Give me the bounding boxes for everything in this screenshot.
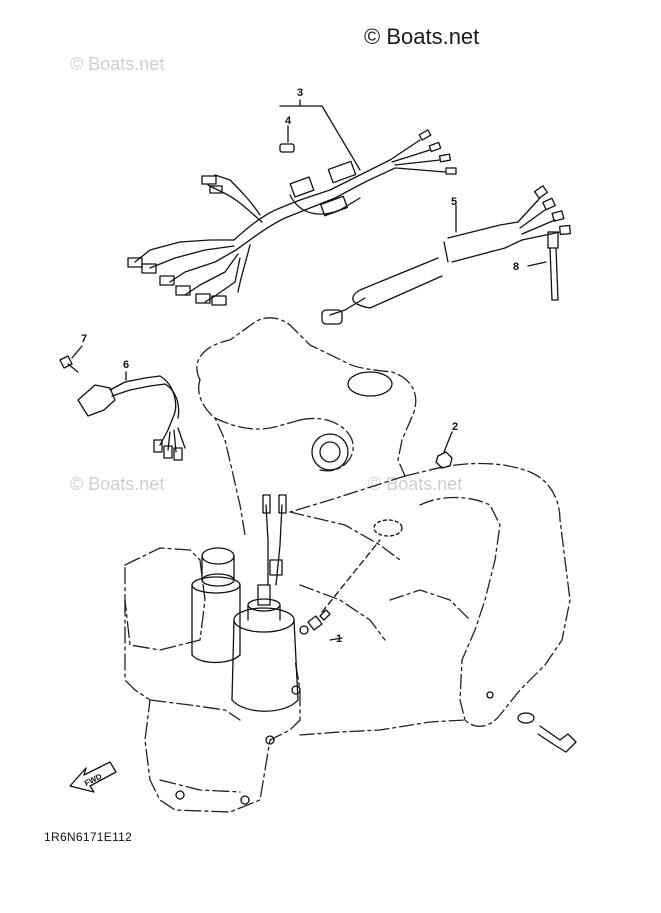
bracket-hole bbox=[347, 371, 393, 397]
callout-2: 2 bbox=[452, 421, 458, 433]
watermark: © Boats.net bbox=[368, 474, 463, 494]
part-6-trim-sensor bbox=[77, 371, 186, 461]
part-5-sub-harness bbox=[321, 185, 571, 325]
part-3-harness bbox=[127, 129, 457, 306]
watermark: © Boats.net bbox=[70, 54, 165, 74]
callout-8: 8 bbox=[513, 261, 519, 273]
callout-7: 7 bbox=[81, 333, 87, 345]
clamp-bracket bbox=[196, 317, 571, 736]
part-1-bolt bbox=[307, 539, 381, 641]
callout-4: 4 bbox=[285, 115, 292, 127]
callout-leader-3 bbox=[299, 99, 361, 171]
callout-3: 3 bbox=[297, 87, 303, 99]
part-4-connector bbox=[279, 125, 295, 153]
callout-6: 6 bbox=[123, 359, 129, 371]
part-2-nut bbox=[435, 431, 453, 469]
copyright-notice: © Boats.net bbox=[364, 24, 480, 49]
trim-cylinder bbox=[191, 547, 241, 664]
callout-1: 1 bbox=[336, 633, 342, 645]
trim-motor bbox=[175, 584, 309, 805]
part-8-cable-tie bbox=[527, 231, 559, 301]
watermark: © Boats.net bbox=[70, 474, 165, 494]
bolt-hole bbox=[373, 519, 403, 537]
callout-5: 5 bbox=[451, 196, 457, 208]
fwd-arrow bbox=[69, 761, 117, 793]
motor-leads bbox=[262, 494, 287, 586]
lower-bolt bbox=[517, 712, 577, 753]
power-trim-unit bbox=[124, 547, 301, 813]
part-7-screw bbox=[59, 345, 83, 373]
pivot-boss bbox=[311, 433, 349, 471]
diagram-code: 1R6N6171E112 bbox=[44, 830, 133, 844]
